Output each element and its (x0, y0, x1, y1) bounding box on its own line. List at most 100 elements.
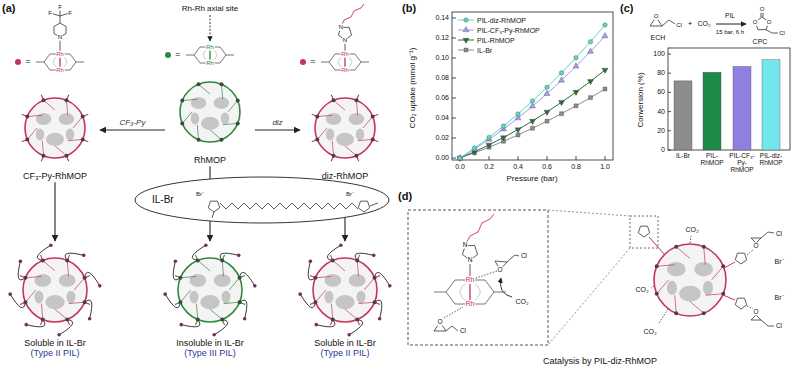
legend-text: PIL-diz-RhMOP (477, 17, 526, 24)
figure-label: N (462, 241, 468, 248)
bond-line (361, 62, 369, 63)
ionic-site (204, 243, 208, 247)
rh-site (83, 276, 87, 280)
cage-edge (315, 290, 325, 302)
node-label: RhMOP (194, 155, 226, 165)
cage-node: Soluble in IL-Br(Type II PIL) (297, 242, 393, 359)
tick-label: 0.00 (435, 154, 449, 162)
tick-label: 0.12 (435, 34, 449, 42)
cage-window (36, 129, 44, 141)
figure-label: CPC (753, 38, 768, 46)
rh-site (371, 115, 375, 119)
ionic-site (82, 254, 86, 258)
tick-label: 80 (657, 69, 665, 77)
data-marker (529, 119, 535, 124)
bond-line (766, 30, 778, 33)
cage-illustration (12, 85, 98, 171)
axis-tick (452, 118, 456, 119)
bond-line (444, 307, 463, 318)
cage-edge (657, 280, 669, 294)
figure-label: O (759, 6, 765, 13)
ionic-site (57, 333, 61, 337)
data-marker (545, 119, 549, 123)
data-marker (457, 154, 463, 159)
cage-window (46, 133, 64, 146)
cage-shell (25, 98, 85, 158)
figure-label: 15 bar, 6 h (716, 29, 744, 36)
cage-window (356, 129, 364, 141)
cage-edge (676, 247, 690, 259)
rh-site (41, 318, 45, 322)
rh-site (65, 318, 69, 322)
mop-scheme (15, 4, 369, 70)
cage-edge (68, 139, 83, 140)
legend-marker (463, 26, 469, 31)
cage-edge (657, 265, 675, 266)
cage-edge (73, 117, 83, 128)
data-marker (574, 55, 579, 60)
bond-line (226, 55, 234, 56)
tick-label: 100 (653, 50, 665, 58)
figure-label: = (25, 57, 30, 67)
ionic-site (314, 323, 318, 327)
ionic-site (179, 323, 183, 327)
bond-line (358, 201, 369, 212)
data-marker (602, 32, 608, 37)
axis-tick (668, 150, 671, 151)
plot-frame (668, 48, 790, 150)
rh-site (25, 115, 29, 119)
rh-site (180, 99, 184, 103)
figure-label: CO₂ (643, 328, 656, 336)
rh-site (41, 258, 45, 262)
rh-site (331, 318, 335, 322)
tick-label: 40 (657, 108, 665, 116)
cage-window (59, 274, 76, 287)
cage-window (703, 281, 713, 295)
zoom-line (548, 248, 630, 345)
figure-label: N (342, 37, 347, 44)
cage-edge (182, 112, 192, 123)
data-marker (587, 80, 593, 85)
ellipse-node: IL-Br (134, 176, 390, 224)
rh-site (355, 258, 359, 262)
edge-label: diz (272, 118, 282, 127)
reaction-arrow (500, 278, 512, 297)
cage-edge (317, 115, 332, 116)
bond-line (36, 62, 44, 63)
cage-edge (364, 278, 374, 290)
cage-edge (41, 304, 42, 320)
ionic-site (309, 259, 313, 263)
rh-site (332, 154, 336, 158)
panel-letter: (d) (398, 190, 412, 202)
data-marker (558, 77, 564, 82)
cage-window (191, 97, 207, 109)
figure-label: = (175, 50, 180, 60)
cage-node: diz-RhMOP (302, 85, 388, 181)
bond-line (651, 286, 654, 288)
bond-line (735, 298, 746, 309)
cage-window (36, 113, 52, 125)
data-marker (458, 156, 463, 161)
legend-marker (464, 48, 468, 52)
figure-label: Cl (776, 230, 782, 237)
bond-line (735, 253, 746, 264)
axis-tick (576, 156, 577, 160)
tick-label: 0 (661, 146, 665, 154)
figure-label: Rh (56, 67, 65, 74)
figure-label: Cl (779, 30, 785, 37)
rh-site (178, 276, 182, 280)
figure-label: 1.0 (600, 163, 610, 171)
tick-label: 0.04 (435, 114, 449, 122)
cage-edge (69, 302, 85, 303)
cage-edge (66, 100, 67, 115)
rh-site (81, 137, 85, 141)
bond-line (662, 20, 675, 26)
legend-marker (464, 18, 469, 23)
axis-tick (452, 58, 456, 59)
bond-line (208, 201, 219, 212)
bond-line (434, 292, 446, 293)
figure-label: CO₂ (697, 20, 710, 28)
figure-label: = (310, 57, 315, 67)
cage-edge (25, 290, 35, 302)
